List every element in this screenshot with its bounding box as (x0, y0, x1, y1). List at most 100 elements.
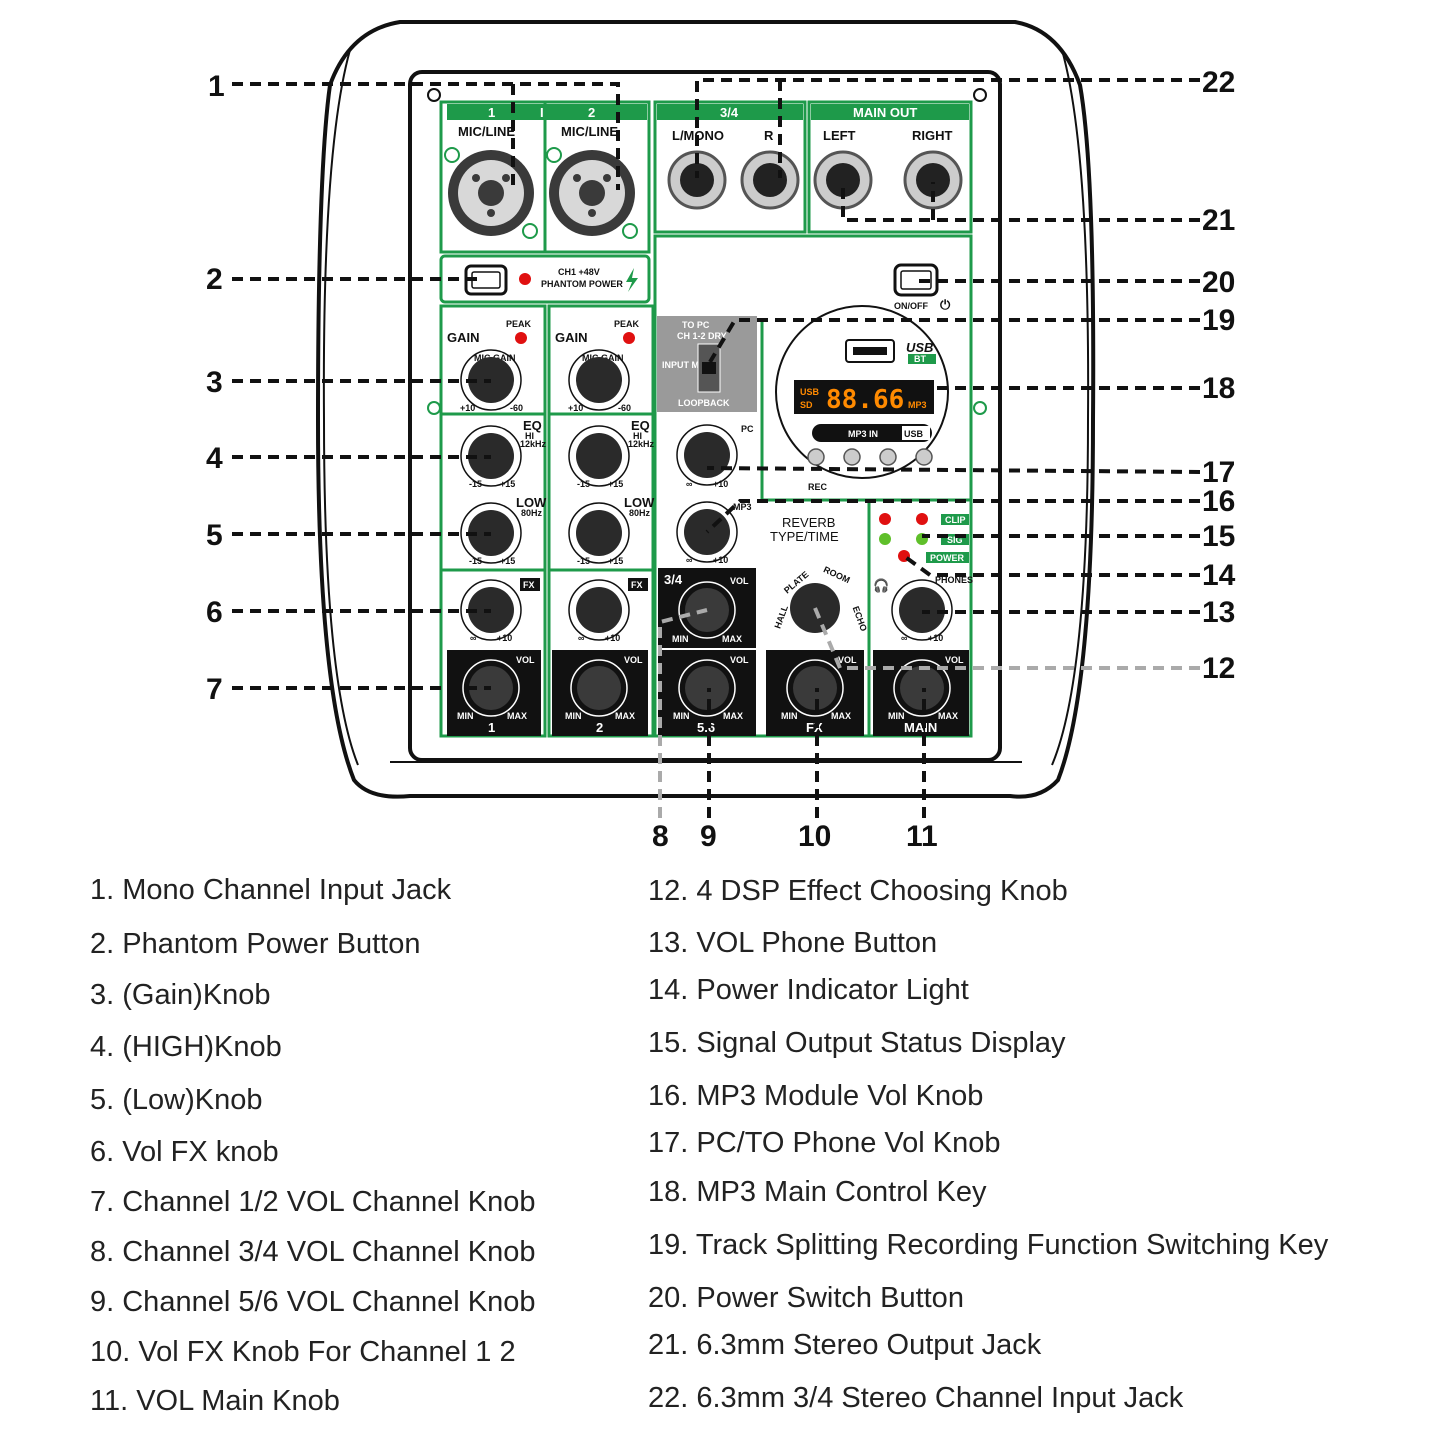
ch2-low-knob[interactable] (568, 502, 630, 564)
legend-item-1: 1. Mono Channel Input Jack (90, 874, 452, 906)
reverb-label: REVERB (782, 515, 835, 530)
ch1-hi-min: -15 (469, 479, 482, 489)
ch2-gain-max: -60 (618, 403, 631, 413)
legend-item-6: 6. Vol FX knob (90, 1136, 279, 1168)
callout-17: 17 (1202, 456, 1235, 489)
pc-label: PC (741, 424, 754, 434)
legend-item-15: 15. Signal Output Status Display (648, 1027, 1066, 1059)
callout-10: 10 (798, 820, 831, 853)
ch2-header: 2 (588, 105, 595, 120)
to-pc-label: TO PC (682, 320, 710, 330)
main-vol-min: MIN (888, 711, 905, 721)
legend-item-7: 7. Channel 1/2 VOL Channel Knob (90, 1186, 536, 1218)
mp3-next-button[interactable] (879, 448, 897, 466)
ch1-vol-max: MAX (507, 711, 527, 721)
pc-min: ∞ (686, 479, 693, 489)
ch56-vol-label: VOL (730, 655, 749, 665)
callout-19: 19 (1202, 304, 1235, 337)
ch2-hi-min: -15 (577, 479, 590, 489)
main-vol-label: VOL (945, 655, 964, 665)
legend-item-10: 10. Vol FX Knob For Channel 1 2 (90, 1336, 516, 1368)
mixer-panel (408, 70, 1002, 762)
pc-vol-knob[interactable] (676, 424, 738, 486)
ch2-fx-label: FX (631, 580, 643, 590)
ch1-low-freq: 80Hz (521, 508, 543, 518)
ch1-fx-min: ∞ (470, 633, 477, 643)
fx-vol-channel: FX (806, 720, 823, 735)
mp3-display (794, 380, 934, 414)
ch1-peak-label: PEAK (506, 319, 532, 329)
ch2-hi-knob[interactable] (568, 425, 630, 487)
l-mono-jack[interactable] (667, 150, 727, 210)
callout-2: 2 (206, 263, 223, 296)
legend-item-18: 18. MP3 Main Control Key (648, 1176, 987, 1208)
r-jack[interactable] (740, 150, 800, 210)
callout-3: 3 (206, 366, 223, 399)
ch1-vol-channel: 1 (488, 720, 495, 735)
ch56-vol-min: MIN (673, 711, 690, 721)
main-left-jack[interactable] (813, 150, 873, 210)
phones-max: +10 (928, 633, 943, 643)
ch2-hi-freq: 12kHz (628, 439, 655, 449)
ch2-hi-label: HI (633, 431, 642, 441)
ch1-vol-min: MIN (457, 711, 474, 721)
phantom-label-1: CH1 +48V (558, 267, 600, 277)
legend-item-8: 8. Channel 3/4 VOL Channel Knob (90, 1236, 536, 1268)
mp3-in-label: MP3 IN (848, 429, 878, 439)
ch2-peak-led (623, 332, 635, 344)
fx-vol-min: MIN (781, 711, 798, 721)
ch34-min: MIN (672, 634, 689, 644)
ch2-vol-label: VOL (624, 655, 643, 665)
callout-20: 20 (1202, 266, 1235, 299)
ch2-vol-knob[interactable] (570, 659, 628, 717)
callout-7: 7 (206, 673, 223, 706)
ch1-low-label: LOW (516, 495, 547, 510)
ch56-vol-max: MAX (723, 711, 743, 721)
legend-item-13: 13. VOL Phone Button (648, 927, 938, 959)
fx-vol-label: VOL (838, 655, 857, 665)
mp3-prev-button[interactable] (843, 448, 861, 466)
ch34-vol-title: 3/4 (664, 572, 683, 587)
ch1-low-min: -15 (469, 556, 482, 566)
ch2-low-max: +15 (608, 556, 623, 566)
callout-12: 12 (1202, 652, 1235, 685)
ch56-vol-channel: 5.6 (697, 720, 715, 735)
legend-item-2: 2. Phantom Power Button (90, 928, 421, 960)
callout-14: 14 (1202, 559, 1236, 592)
clip-led-1 (879, 513, 891, 525)
ch2-fx-knob[interactable] (568, 579, 630, 641)
ch2-peak-label: PEAK (614, 319, 640, 329)
display-digits: 88.66 (826, 385, 904, 415)
display-usb: USB (800, 387, 820, 397)
main-vol-max: MAX (938, 711, 958, 721)
main-right-jack[interactable] (903, 150, 963, 210)
callout-1: 1 (208, 70, 225, 103)
callout-4: 4 (206, 442, 223, 475)
ch1-combo-jack[interactable] (448, 150, 534, 236)
mp3-play-rec-button[interactable] (807, 448, 825, 466)
callout-21: 21 (1202, 204, 1235, 237)
ch2-hi-max: +15 (608, 479, 623, 489)
power-label: POWER (930, 553, 965, 563)
ch1-hi-freq: 12kHz (520, 439, 547, 449)
ch2-gain-knob[interactable] (568, 349, 630, 411)
ch1-gain-label: GAIN (447, 330, 480, 345)
ch2-fx-max: +10 (605, 633, 620, 643)
legend-item-5: 5. (Low)Knob (90, 1084, 263, 1116)
mp3-power-button[interactable] (915, 448, 933, 466)
legend-item-12: 12. 4 DSP Effect Choosing Knob (648, 875, 1068, 907)
ch1-fx-label: FX (523, 580, 535, 590)
callout-9: 9 (700, 820, 717, 853)
ch1-hi-max: +15 (500, 479, 515, 489)
legend-item-16: 16. MP3 Module Vol Knob (648, 1080, 984, 1112)
bolt-icon (626, 268, 638, 292)
ch2-combo-jack[interactable] (549, 150, 635, 236)
mp3-min: ∞ (686, 555, 693, 565)
callout-22: 22 (1202, 66, 1235, 99)
legend-item-14: 14. Power Indicator Light (648, 974, 969, 1006)
ch1-header: 1 (488, 105, 495, 120)
clip-label: CLIP (945, 515, 966, 525)
power-icon: ⏻ (940, 297, 951, 312)
ch2-low-min: -15 (577, 556, 590, 566)
input-mix-label: INPUT MIX (662, 360, 708, 370)
